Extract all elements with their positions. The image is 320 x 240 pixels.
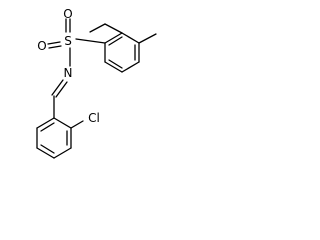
bond-ring1-c — [121, 32, 140, 44]
sulfur-label: S — [64, 34, 72, 48]
bond-ring1-a — [89, 23, 106, 33]
bond-ring1-h — [104, 32, 123, 44]
bond-n-ch-1 — [51, 79, 64, 96]
bond-ring1-f — [104, 61, 123, 73]
bond-c-cl — [70, 120, 84, 129]
bond-ring1-double-1 — [108, 36, 123, 46]
bond-ring2-d — [36, 147, 55, 159]
bond-ring2-c — [53, 147, 72, 159]
chemical-structure-diagram: O O S N Cl — [36, 7, 157, 159]
chlorophenyl-ring — [36, 117, 84, 159]
bond-s-o-left-2 — [48, 45, 62, 49]
bond-ring2-a — [53, 117, 72, 129]
bond-ring1-b — [104, 23, 123, 34]
bond-s-o-left-1 — [47, 41, 61, 45]
sulfonyl-group — [47, 18, 106, 67]
chlorine-label: Cl — [88, 111, 100, 125]
bond-ring2-double-2 — [40, 144, 55, 154]
bond-ring1-e — [121, 61, 140, 73]
bond-ring2-double-3 — [40, 122, 55, 132]
bond-ring2-f — [36, 117, 55, 129]
bond-n-ch-2 — [55, 81, 68, 98]
bond-methyl — [138, 33, 157, 44]
oxygen-left-label: O — [37, 39, 46, 53]
bond-ring1-double-3 — [108, 59, 123, 69]
tolyl-ring — [89, 23, 157, 73]
structure-canvas: O O S N Cl — [0, 0, 188, 178]
bond-s-ring — [75, 38, 106, 44]
oxygen-top-label: O — [63, 7, 72, 21]
nitrogen-label: N — [64, 66, 73, 80]
imine-linkage — [51, 79, 68, 119]
